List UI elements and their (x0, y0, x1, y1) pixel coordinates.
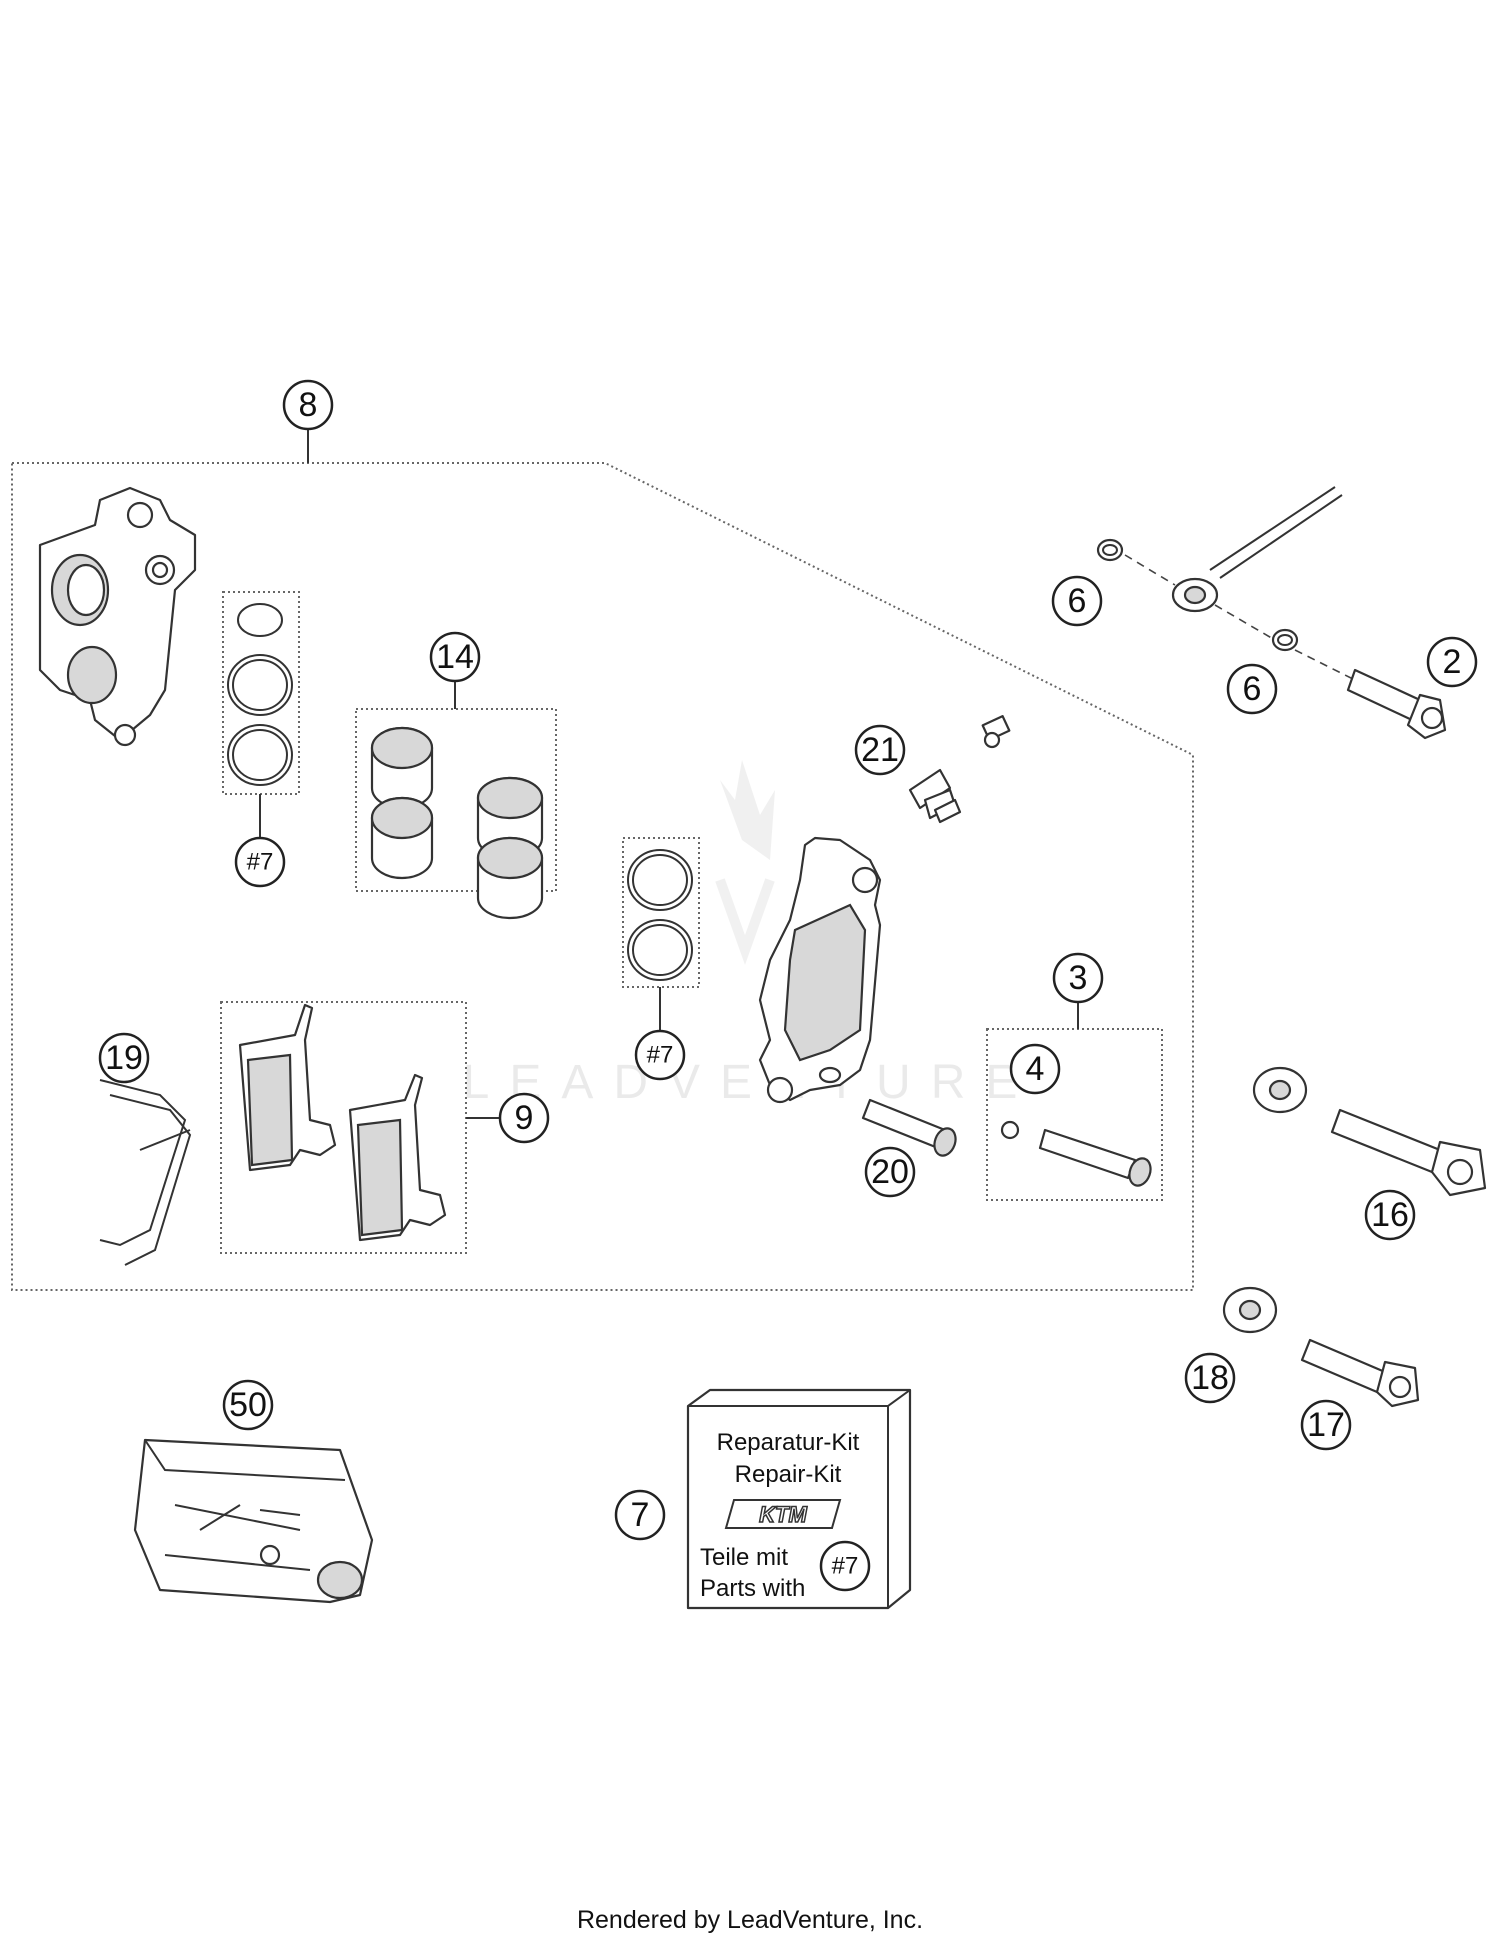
watermark-logo (715, 760, 775, 965)
callout-7: 7 (614, 1489, 666, 1541)
pistons (370, 726, 544, 920)
callout-4: 4 (1009, 1043, 1061, 1095)
svg-text:20: 20 (871, 1153, 909, 1191)
callout-16: 16 (1364, 1189, 1416, 1241)
svg-text:8: 8 (299, 386, 318, 424)
kit-label-repair: Repair-Kit (735, 1461, 842, 1488)
svg-text:17: 17 (1307, 1406, 1345, 1444)
bleeder-screw (908, 715, 1011, 824)
seal-rings-1 (227, 603, 293, 786)
callout-50: 50 (222, 1379, 274, 1431)
callout-7-seals-2: #7 (634, 1029, 686, 1081)
svg-text:KTM: KTM (759, 1502, 807, 1527)
caliper-bracket (38, 486, 197, 747)
svg-text:50: 50 (229, 1386, 267, 1424)
pin-kit (1000, 1120, 1152, 1187)
svg-text:7: 7 (631, 1496, 650, 1534)
svg-text:6: 6 (1243, 670, 1262, 708)
svg-text:16: 16 (1371, 1196, 1409, 1234)
callout-6-upper: 6 (1051, 575, 1103, 627)
callout-7-kit: #7 (819, 1540, 871, 1592)
svg-text:21: 21 (861, 731, 899, 769)
svg-text:#7: #7 (647, 1042, 674, 1069)
pin-bolt (861, 1098, 957, 1157)
callout-8: 8 (282, 379, 334, 431)
callout-18: 18 (1184, 1352, 1236, 1404)
brake-line (1124, 486, 1356, 681)
callout-2: 2 (1426, 636, 1478, 688)
svg-text:18: 18 (1191, 1359, 1229, 1397)
ktm-logo: KTM (724, 1499, 842, 1529)
assembly-grease-pouch (133, 1438, 374, 1604)
callout-21: 21 (854, 724, 906, 776)
svg-text:#7: #7 (247, 849, 274, 876)
svg-text:9: 9 (515, 1099, 534, 1137)
caliper-assembly-outline (11, 462, 1194, 1291)
callout-19: 19 (98, 1032, 150, 1084)
caliper-mount-bolt-upper (1252, 1066, 1487, 1197)
callout-17: 17 (1300, 1399, 1352, 1451)
sealing-washer-upper (1096, 538, 1124, 562)
kit-label-parts-with: Parts with (700, 1575, 805, 1602)
svg-text:6: 6 (1068, 582, 1087, 620)
svg-text:14: 14 (436, 638, 474, 676)
svg-text:2: 2 (1443, 643, 1462, 681)
footer-credit: Rendered by LeadVenture, Inc. (576, 1906, 924, 1934)
brake-caliper (758, 836, 882, 1104)
kit-label-reparatur: Reparatur-Kit (717, 1429, 860, 1456)
svg-text:4: 4 (1026, 1050, 1045, 1088)
seal-rings-2 (627, 849, 693, 981)
callout-7-seals-1: #7 (234, 836, 286, 888)
callout-9: 9 (498, 1092, 550, 1144)
sealing-washer-lower (1271, 628, 1299, 652)
watermark-text: LEADVENTURE (463, 1056, 1038, 1109)
callout-3: 3 (1052, 952, 1104, 1004)
callout-6-lower: 6 (1226, 663, 1278, 715)
callout-20: 20 (864, 1146, 916, 1198)
kit-label-teile-mit: Teile mit (700, 1544, 788, 1571)
banjo-bolt (1346, 668, 1447, 740)
svg-text:19: 19 (105, 1039, 143, 1077)
callout-14: 14 (429, 631, 481, 683)
svg-text:3: 3 (1069, 959, 1088, 997)
pad-spring (99, 1079, 192, 1266)
caliper-mount-bolt-lower (1222, 1286, 1420, 1408)
svg-text:#7: #7 (832, 1553, 859, 1580)
brake-pads (238, 1003, 447, 1242)
